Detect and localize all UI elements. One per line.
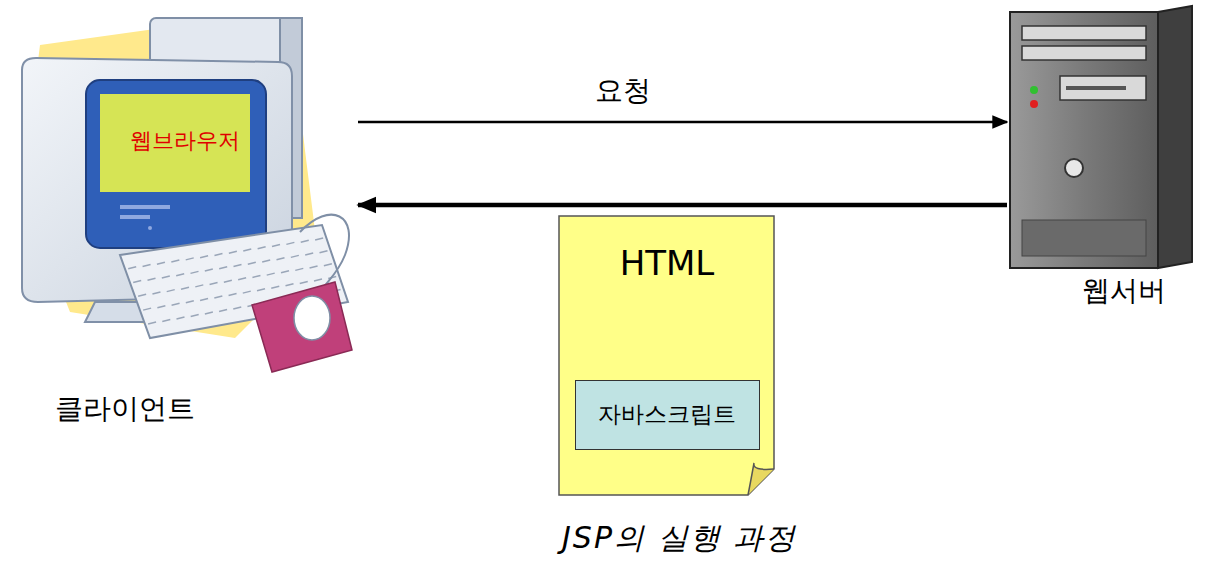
- key-stroke: [167, 290, 175, 292]
- server-node: 웹서버: [1010, 8, 1192, 270]
- key-stroke: [300, 281, 308, 283]
- key-stroke: [186, 258, 194, 260]
- key-stroke: [295, 268, 303, 270]
- key-stroke: [148, 322, 156, 324]
- key-stroke: [243, 291, 251, 293]
- screen-label: 웹브라우저: [100, 128, 270, 154]
- key-stroke: [262, 260, 270, 262]
- key-stroke: [219, 267, 227, 269]
- key-stroke: [229, 294, 237, 296]
- connector-arrow: [358, 121, 1007, 124]
- key-stroke: [267, 273, 275, 275]
- key-stroke: [133, 281, 141, 283]
- key-stroke: [152, 292, 160, 294]
- key-stroke: [305, 253, 313, 255]
- key-stroke: [200, 298, 208, 300]
- key-stroke: [200, 256, 208, 258]
- key-stroke: [143, 308, 151, 310]
- key-stroke: [186, 301, 194, 303]
- key-stroke: [205, 312, 213, 314]
- key-stroke: [324, 264, 332, 266]
- key-stroke: [128, 267, 136, 269]
- key-stroke: [148, 278, 156, 280]
- key-stroke: [138, 294, 146, 296]
- key-stroke: [301, 240, 309, 242]
- key-stroke: [143, 265, 151, 267]
- key-stroke: [214, 253, 222, 255]
- key-stroke: [162, 319, 170, 321]
- key-stroke: [248, 262, 256, 264]
- key-stroke: [243, 249, 251, 251]
- key-stroke: [172, 303, 180, 305]
- connector-arrow: [358, 203, 1007, 208]
- document-heading: HTML: [558, 243, 776, 284]
- key-stroke: [257, 289, 265, 291]
- key-stroke: [310, 266, 318, 268]
- key-stroke: [281, 271, 289, 273]
- node-heading: 웹서버: [1082, 274, 1166, 308]
- key-stroke: [277, 258, 285, 260]
- key-stroke: [314, 279, 322, 281]
- node-heading: 클라이언트: [55, 392, 195, 426]
- key-stroke: [224, 280, 232, 282]
- key-stroke: [210, 283, 218, 285]
- box-label: 자바스크립트: [576, 401, 758, 429]
- diagram-caption: JSP의 실행 과정: [562, 520, 797, 556]
- key-stroke: [272, 245, 280, 247]
- key-stroke: [286, 242, 294, 244]
- key-stroke: [214, 296, 222, 298]
- page-fold: [748, 463, 774, 495]
- key-stroke: [291, 255, 299, 257]
- key-stroke: [271, 286, 279, 288]
- key-stroke: [191, 271, 199, 273]
- key-stroke: [219, 309, 227, 311]
- key-stroke: [157, 306, 165, 308]
- key-stroke: [191, 314, 199, 316]
- key-stroke: [157, 262, 165, 264]
- key-stroke: [315, 238, 323, 240]
- key-stroke: [176, 317, 184, 319]
- key-stroke: [162, 276, 170, 278]
- client-computer: [22, 18, 352, 372]
- key-stroke: [320, 251, 328, 253]
- key-stroke: [233, 307, 241, 309]
- edge-label: 요청: [591, 74, 655, 108]
- script-box: 자바스크립트: [575, 380, 760, 450]
- key-stroke: [252, 275, 260, 277]
- key-stroke: [286, 284, 294, 286]
- key-stroke: [181, 287, 189, 289]
- key-stroke: [171, 260, 179, 262]
- server-tower: [1010, 6, 1192, 268]
- document-node: 자바스크립트 HTML: [558, 215, 776, 497]
- client-node: 웹브라우저클라이언트: [10, 10, 355, 372]
- key-stroke: [229, 251, 237, 253]
- key-stroke: [195, 285, 203, 287]
- key-stroke: [205, 269, 213, 271]
- key-stroke: [258, 247, 266, 249]
- key-stroke: [234, 265, 242, 267]
- key-stroke: [238, 278, 246, 280]
- key-stroke: [176, 274, 184, 276]
